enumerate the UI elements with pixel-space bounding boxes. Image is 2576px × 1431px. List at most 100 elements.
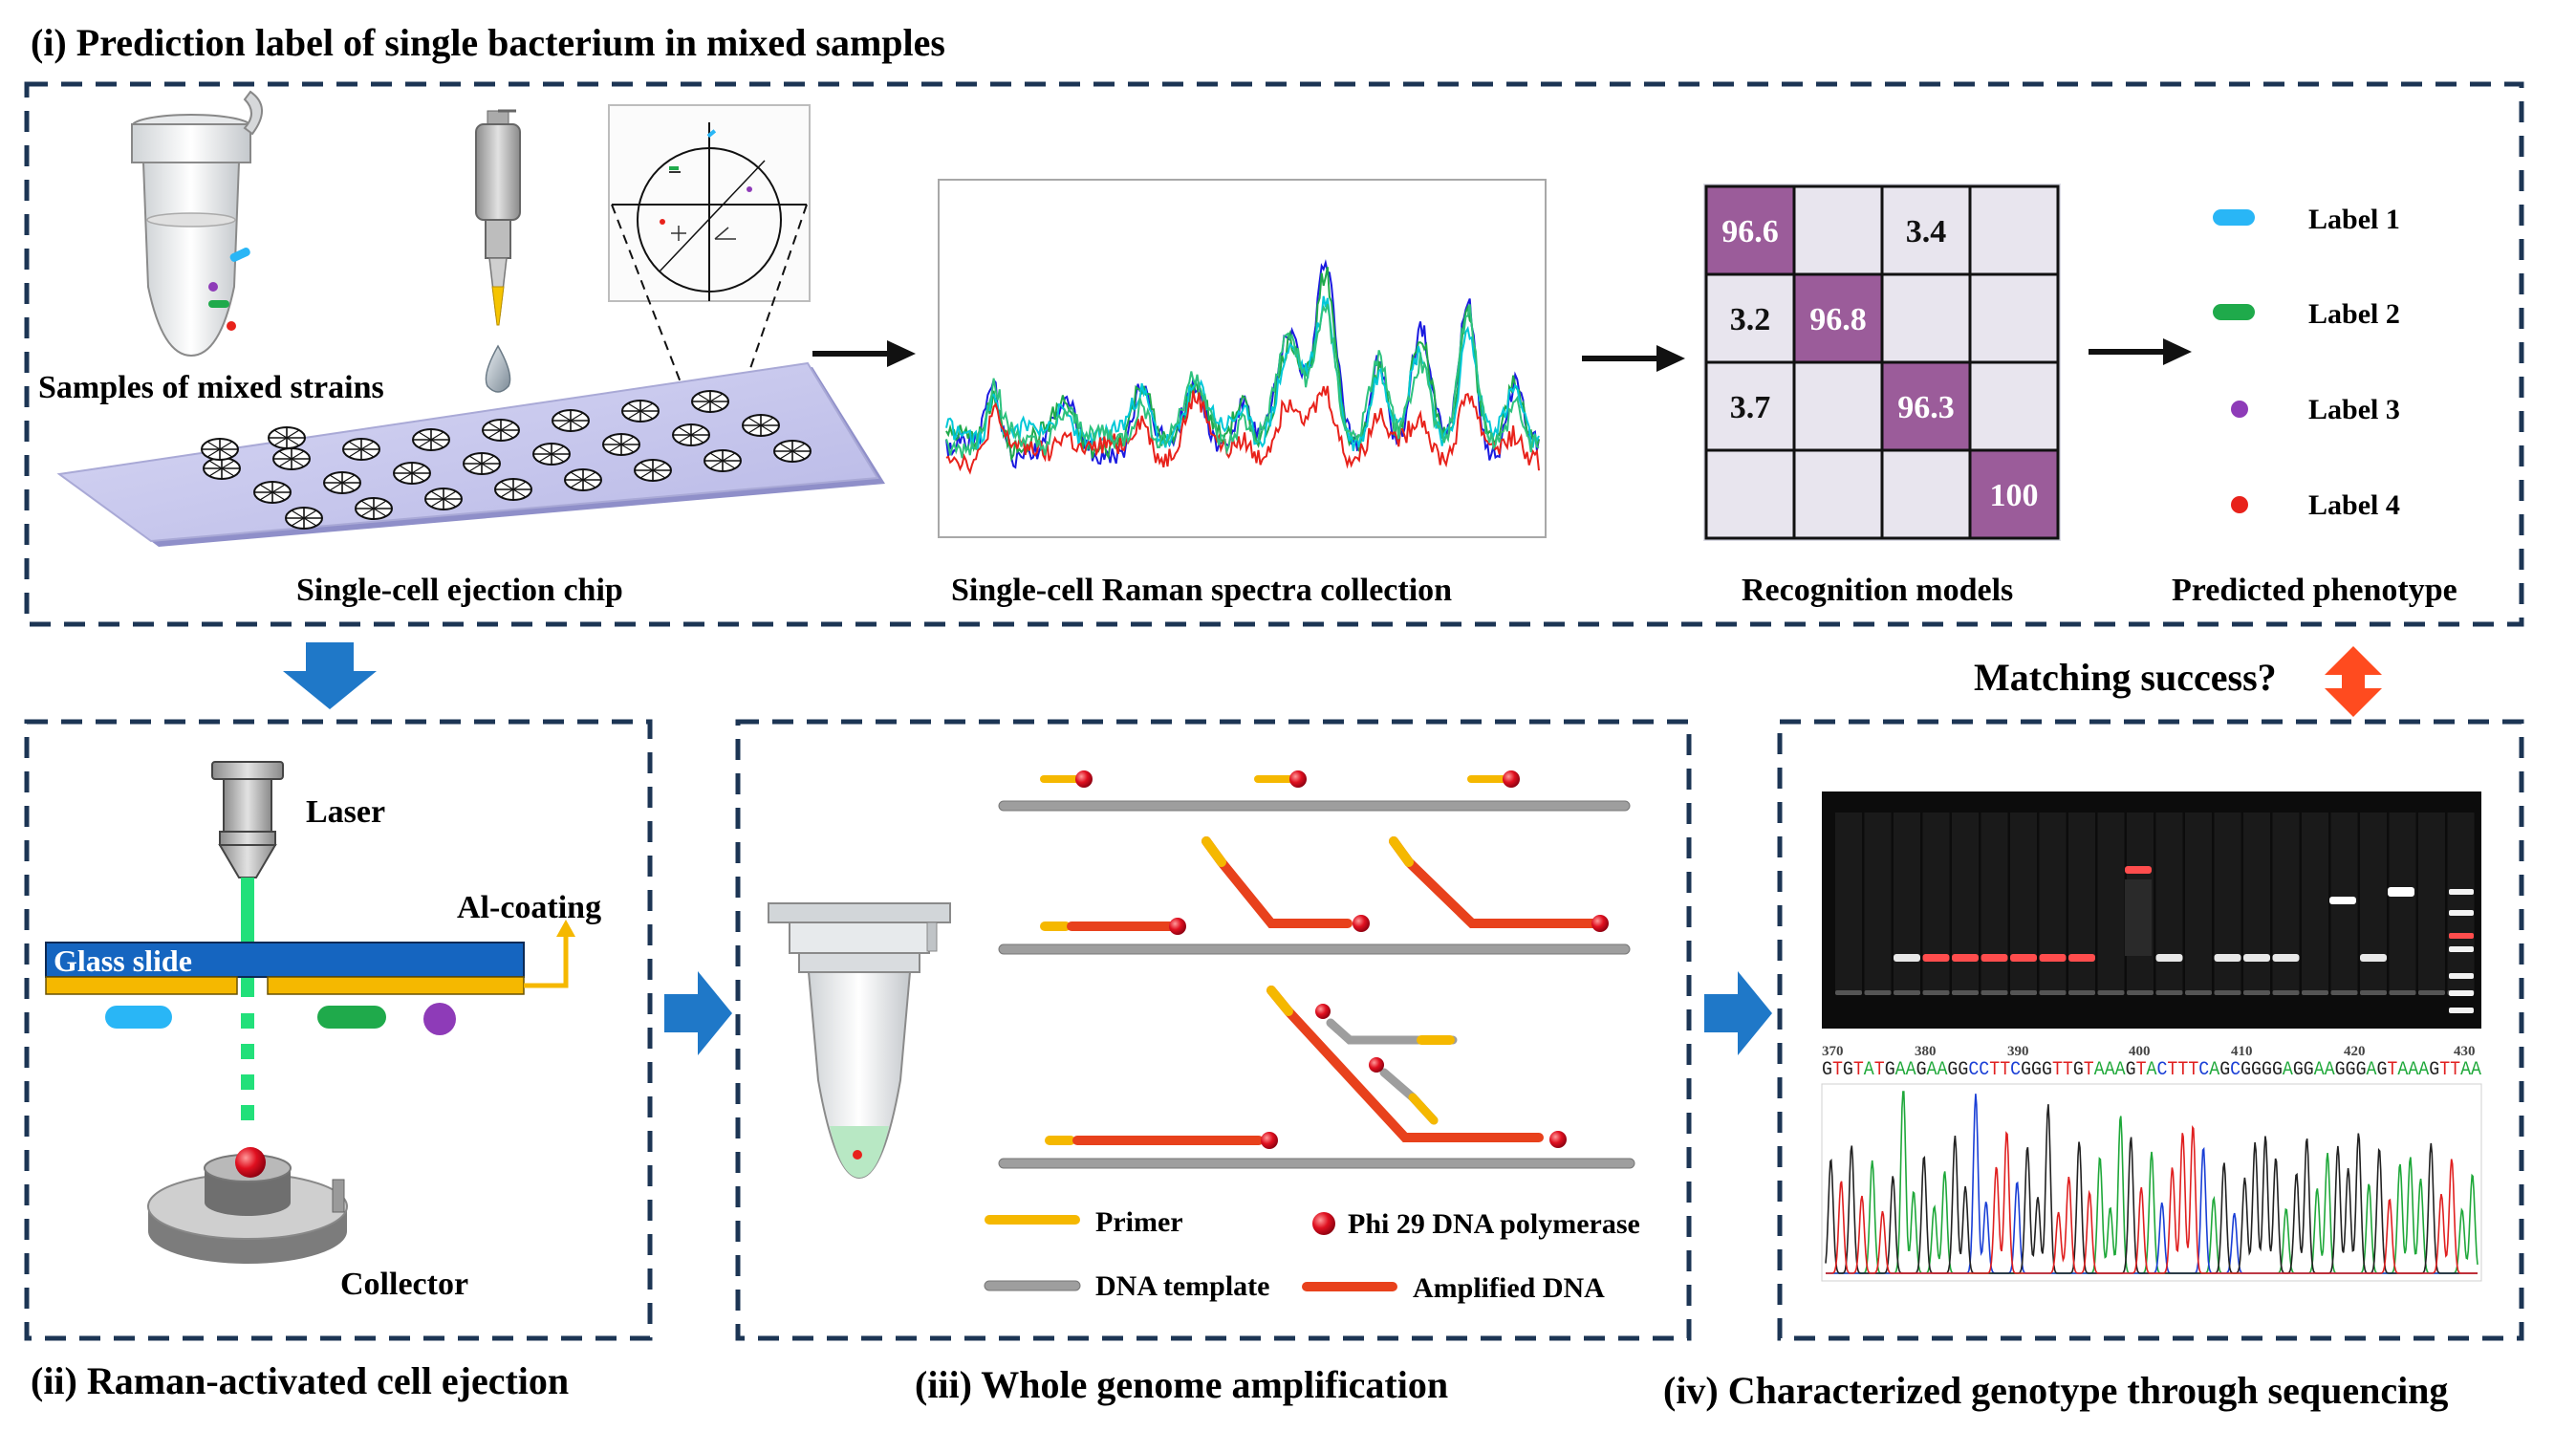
gel-band [2388,887,2414,897]
gel-lane [2418,813,2445,994]
gel-lane [2097,813,2125,994]
gel-lane [1894,813,1920,994]
matching-text: Matching success? [1974,656,2277,699]
tick-400: 400 [2129,1044,2151,1059]
matrix-cell [1792,360,1884,452]
gel-lane [1952,813,1979,994]
ladder-band [2449,910,2474,916]
sequence-text: GTGTATGAAGAAGGCCTTCGGGTTGTAAAGTACTTTCAGC… [1822,1059,2481,1081]
gel-band-faint [1922,990,1950,995]
chip-label: Single-cell ejection chip [296,573,623,608]
gel-band-faint [1835,990,1862,995]
gel-band [2360,954,2387,962]
matrix-cell [1880,448,1972,540]
gel-lane [2447,813,2475,994]
spectrum-trace [945,303,1540,459]
gel-lane [1981,813,2008,994]
gel-band [1922,954,1950,962]
gel-band-faint [2243,990,2270,995]
matrix-cell [1704,184,1796,276]
label-2-marker [2213,304,2255,320]
matrix-cell [1792,184,1884,276]
laser-label: Laser [306,794,385,830]
gel-band-faint [2214,990,2241,995]
template-legend-text: DNA template [1095,1270,1269,1302]
gel-band [1981,954,2008,962]
gel-band-faint [1952,990,1979,995]
gel-band-faint [2330,990,2358,995]
cell-green [317,1006,386,1029]
matrix-value: 96.3 [1897,390,1955,425]
gel-lane [2039,813,2067,994]
ladder-band [2449,990,2474,996]
gel-band-faint [2127,990,2154,995]
gel-band-faint [2302,990,2328,995]
gel-band-faint [1894,990,1920,995]
panel1-title: (i) Prediction label of single bacterium… [31,21,945,64]
gel-band [2214,954,2241,962]
gel-lane [2302,813,2328,994]
coating-pointer-head-icon [556,920,575,937]
gel-band-faint [2418,990,2445,995]
laser-dashes [241,1013,254,1120]
sample-tube-icon [131,90,263,358]
gel-lane [2155,813,2183,994]
matrix-value: 3.7 [1730,390,1771,425]
tick-420: 420 [2344,1044,2366,1059]
pipette-icon [475,109,521,393]
ladder-band [2449,933,2474,939]
gel-band-faint [1864,990,1892,995]
chromatogram-frame [1821,1083,2482,1282]
chromatogram [1825,1091,2479,1274]
sequence-ticks: 370 380 390 400 410 420 430 [1822,1044,2476,1059]
gel-band [2272,954,2300,962]
flow-arrow-icon [1582,345,1685,372]
laser-objective-icon [211,761,284,878]
glass-slide-label: Glass slide [54,943,192,978]
gel-bands [1835,813,2475,1013]
gel-band-faint [2068,990,2095,995]
gel-band [2125,866,2152,874]
wga-legend: Primer Phi 29 DNA polymerase DNA templat… [984,1206,1640,1304]
matrix-cell [1968,184,2060,276]
matrix-cell [1968,448,2060,540]
gel-band-faint [2155,990,2183,995]
tick-410: 410 [2231,1044,2253,1059]
panel4-frame [1777,719,2524,1341]
matrix-cell [1792,448,1884,540]
matrix-cell [1968,272,2060,364]
label-2-text: Label 2 [2308,298,2400,330]
gel-smear [2125,879,2152,956]
label-4-text: Label 4 [2308,489,2400,521]
gel-band-faint [2360,990,2387,995]
ejection-chip [56,361,885,547]
matrix-cell [1968,360,2060,452]
label-1-text: Label 1 [2308,204,2400,235]
amplified-legend-text: Amplified DNA [1413,1272,1605,1304]
panel4-title: (iv) Characterized genotype through sequ… [1663,1369,2448,1412]
matrix-value: 96.6 [1721,214,1779,249]
coating-pointer-icon [524,935,569,988]
gel-lane [1835,813,1862,994]
matrix-cell [1880,184,1972,276]
collector-icon [147,1147,348,1264]
panel2-title: (ii) Raman-activated cell ejection [31,1359,569,1402]
matrix-cell [1880,272,1972,364]
matrix-cell [1792,272,1884,364]
cell-blue [105,1006,172,1029]
gel-band [1894,954,1920,962]
gel-lane [2243,813,2270,994]
gel-band-faint [2389,990,2416,995]
matrix-cell [1880,360,1972,452]
template-swatch [984,1280,1081,1291]
gel-band-faint [2185,990,2212,995]
matrix-value: 3.2 [1730,302,1771,337]
gel-lane [2272,813,2300,994]
gel-lane [2214,813,2241,994]
pcr-tube-icon [768,902,951,1180]
al-coating-left [45,976,238,995]
ladder-band [2449,973,2474,979]
spectra-frame [938,179,1547,538]
gel-band-faint [2039,990,2067,995]
